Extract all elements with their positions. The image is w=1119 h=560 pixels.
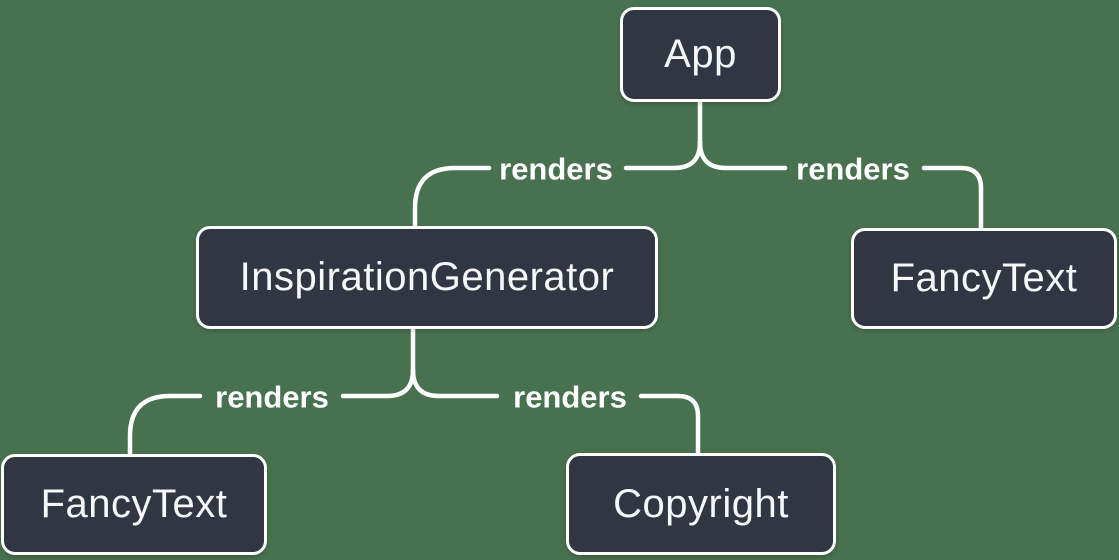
edge-label-renders: renders (215, 380, 329, 415)
node-copyright: Copyright (566, 453, 836, 555)
node-label: FancyText (40, 482, 228, 526)
edge-app-fancy-text (921, 165, 984, 232)
edge-label-renders: renders (796, 152, 910, 187)
edge-inspiration-generator-fancy-text (127, 393, 203, 458)
node-label: InspirationGenerator (239, 255, 615, 299)
edge-inspiration-generator-copyright (638, 393, 701, 457)
edge-label-renders: renders (499, 152, 613, 187)
node-label: FancyText (890, 256, 1078, 300)
node-app: App (620, 7, 781, 102)
node-fancy-text-bottom: FancyText (1, 454, 267, 555)
edge-label-renders: renders (513, 380, 627, 415)
node-label: Copyright (613, 481, 789, 526)
edge-inspiration-generator-stem (340, 326, 500, 399)
edge-app-inspiration-generator (412, 165, 492, 230)
node-inspiration-generator: InspirationGenerator (196, 226, 658, 329)
node-fancy-text-top: FancyText (851, 228, 1117, 329)
edge-app-stem (623, 99, 788, 171)
node-label: App (664, 32, 737, 76)
